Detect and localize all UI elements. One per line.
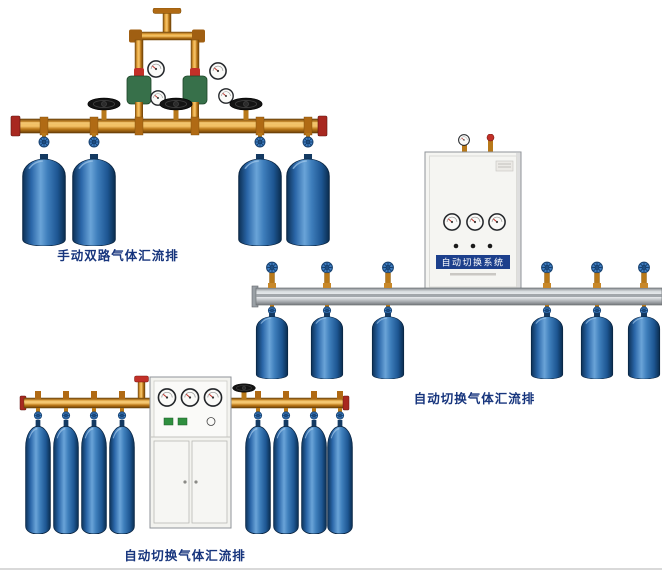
aluminum-manifold-rail bbox=[251, 285, 662, 308]
cylinder-valve-wheel bbox=[61, 411, 71, 420]
gas-cylinder bbox=[80, 420, 108, 534]
cylinder-valve-wheel bbox=[638, 261, 650, 274]
cylinder-valve-wheel bbox=[309, 411, 319, 420]
gas-cylinder bbox=[371, 313, 405, 379]
cylinder-assembly bbox=[371, 261, 405, 379]
gas-cylinder bbox=[71, 154, 117, 246]
cabinet-door bbox=[191, 440, 228, 524]
gas-cylinder bbox=[24, 420, 52, 534]
indicator-button bbox=[163, 417, 174, 426]
cylinder-assembly bbox=[530, 261, 564, 379]
relief-valve bbox=[134, 375, 149, 383]
control-cabinet: 自动切换系统 bbox=[424, 134, 522, 292]
caption-auto-wall: 自动切换气体汇流排 bbox=[413, 392, 536, 406]
cylinder-valve-wheel bbox=[117, 411, 127, 420]
door-handle bbox=[183, 480, 187, 484]
pressure-gauge bbox=[466, 213, 484, 231]
pressure-gauge bbox=[147, 60, 165, 78]
cylinder-valve-wheel bbox=[253, 411, 263, 420]
left-manifold-pipe bbox=[19, 375, 151, 411]
valve-knob bbox=[486, 134, 495, 142]
gas-cylinder bbox=[108, 420, 136, 534]
cylinder-valve-wheel bbox=[321, 261, 333, 274]
pressure-gauge bbox=[458, 134, 470, 146]
cylinder-valve-wheel bbox=[541, 261, 553, 274]
cylinder-valve-wheel bbox=[591, 261, 603, 274]
cylinder-valve-wheel bbox=[382, 261, 394, 274]
cabinet-label: 自动切换系统 bbox=[441, 257, 504, 268]
cabinet-label-band bbox=[436, 255, 510, 269]
pressure-gauge bbox=[218, 88, 234, 104]
cylinder-valve-wheel bbox=[335, 411, 345, 420]
valve-handwheel bbox=[232, 383, 256, 393]
control-cabinet bbox=[149, 376, 232, 529]
main-manifold-pipe bbox=[10, 115, 328, 137]
cylinder-valve-wheel bbox=[281, 411, 291, 420]
gas-cylinders bbox=[24, 391, 353, 534]
cylinder-valve-wheel bbox=[33, 411, 43, 420]
gas-cylinder bbox=[21, 154, 67, 246]
cylinder-valve-wheel bbox=[38, 136, 50, 148]
valve-handwheel bbox=[159, 97, 193, 111]
door-handle bbox=[194, 480, 198, 484]
auto-switch-wall-figure: 自动切换系统 bbox=[251, 134, 662, 379]
gas-cylinder bbox=[244, 420, 272, 534]
indicator-dot bbox=[470, 243, 476, 249]
gas-cylinder bbox=[272, 420, 300, 534]
cylinder-connections bbox=[38, 133, 314, 148]
shutoff-handwheels bbox=[87, 97, 263, 120]
valve-handwheel bbox=[87, 97, 121, 111]
gas-cylinder bbox=[300, 420, 328, 534]
cylinder-assembly bbox=[627, 261, 661, 379]
gas-cylinder bbox=[326, 420, 353, 534]
cylinder-valve-wheel bbox=[266, 261, 278, 274]
pressure-gauge bbox=[203, 388, 223, 407]
pressure-regulators bbox=[126, 60, 234, 120]
vent-grille bbox=[495, 160, 514, 172]
gas-cylinder bbox=[310, 313, 344, 379]
cylinder-valve-wheel bbox=[89, 411, 99, 420]
pressure-gauge bbox=[180, 388, 200, 407]
cylinder-assembly bbox=[580, 261, 614, 379]
caption-auto-floor: 自动切换气体汇流排 bbox=[124, 549, 246, 563]
indicator-dot bbox=[487, 243, 493, 249]
caption-manual-dual: 手动双路气体汇流排 bbox=[57, 249, 179, 263]
cylinder-assembly bbox=[255, 261, 289, 379]
gas-cylinder bbox=[530, 313, 564, 379]
cylinder-valve-wheel bbox=[88, 136, 100, 148]
pressure-gauge bbox=[209, 62, 227, 80]
gas-cylinder bbox=[52, 420, 80, 534]
manual-dual-manifold-figure bbox=[10, 8, 331, 246]
gas-cylinder bbox=[580, 313, 614, 379]
pressure-gauge bbox=[488, 213, 506, 231]
right-manifold-pipe bbox=[230, 383, 350, 411]
bottom-divider bbox=[0, 568, 662, 570]
indicator-dot bbox=[453, 243, 459, 249]
cylinder-assembly bbox=[310, 261, 344, 379]
small-dial bbox=[206, 417, 216, 426]
auto-switch-floor-figure bbox=[19, 375, 353, 534]
gas-cylinder bbox=[627, 313, 661, 379]
gas-cylinder bbox=[255, 313, 289, 379]
pressure-gauge bbox=[443, 213, 461, 231]
pressure-gauge bbox=[157, 388, 177, 407]
cabinet-door bbox=[153, 440, 190, 524]
indicator-button bbox=[177, 417, 188, 426]
valve-handwheel bbox=[229, 97, 263, 111]
